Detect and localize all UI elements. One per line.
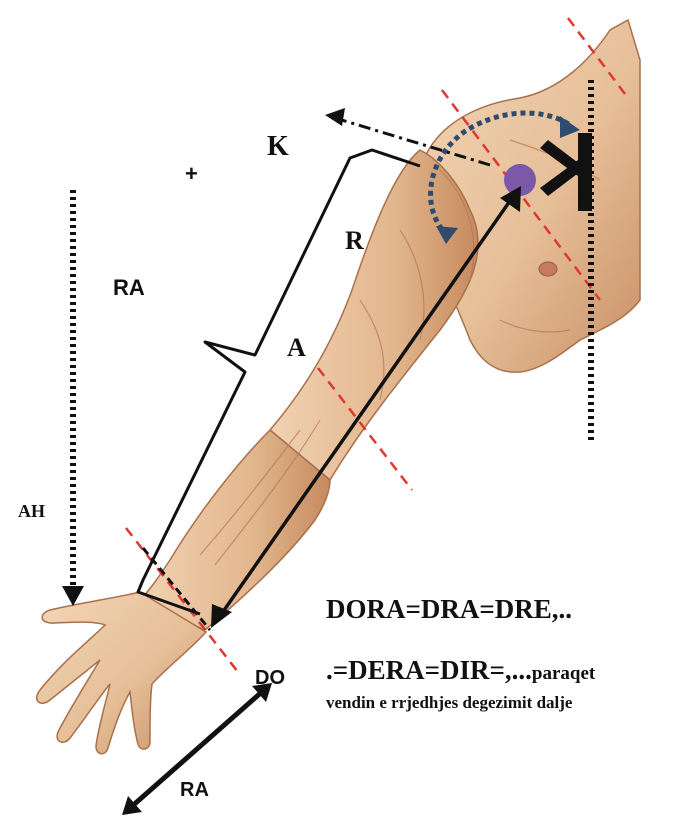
label-plus: +: [185, 163, 198, 185]
label-a: A: [287, 335, 306, 361]
caption-line-3: vendin e rrjedhjes degezimit dalje: [326, 694, 572, 711]
hand-shape: [37, 592, 206, 754]
caption-line-2-tail: paraqet: [532, 663, 595, 684]
label-do: DO: [255, 668, 285, 688]
dash-dot-arrowhead: [325, 108, 345, 126]
label-k: K: [267, 133, 289, 161]
caption-line-2: .=DERA=DIR=,...paraqet: [326, 657, 595, 684]
caption-line-1: DORA=DRA=DRE,..: [326, 596, 572, 623]
upper-arm-shape: [270, 150, 478, 480]
label-ra-bottom: RA: [180, 780, 209, 800]
nipple-mark: [539, 262, 557, 276]
label-r: R: [345, 228, 364, 254]
label-ra-left: RA: [113, 277, 145, 299]
label-ah: AH: [18, 502, 45, 520]
caption-line-2-main: .=DERA=DIR=,...: [326, 655, 532, 685]
